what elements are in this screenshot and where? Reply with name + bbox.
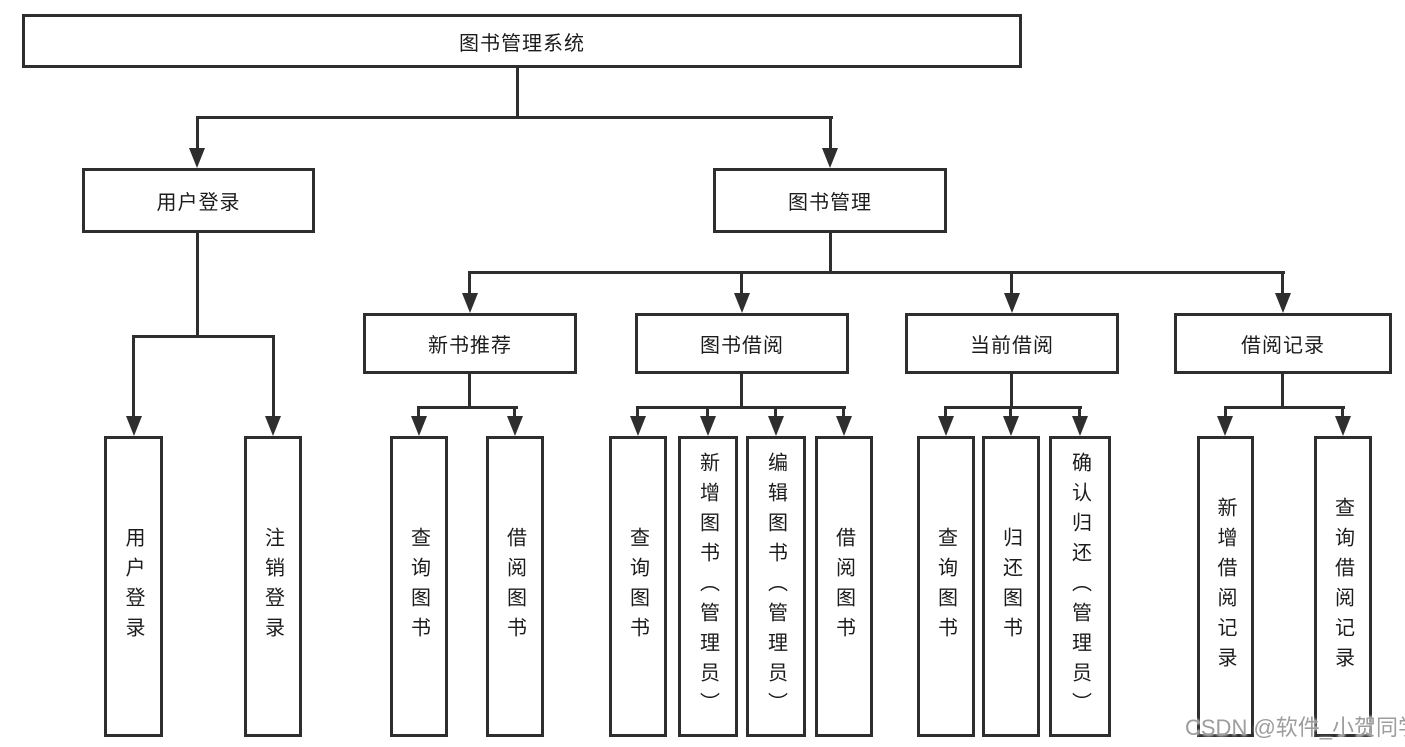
connector-leaf-query2-drop [636, 406, 639, 418]
arrowhead-leaf-logout [265, 416, 281, 436]
connector-current-borrow-drop [1010, 271, 1013, 295]
arrowhead-leaf-query-record [1335, 416, 1351, 436]
connector-borrow-records-drop [1281, 271, 1284, 295]
connector-new-book-rec-bar [417, 406, 518, 409]
leaf-add-books-admin: 新增图书（管理员） [678, 436, 738, 737]
arrowhead-leaf-query1 [411, 416, 427, 436]
arrowhead-leaf-user-login [126, 416, 142, 436]
csdn-watermark: CSDN @软件_小贺同学 [1185, 715, 1405, 740]
arrowhead-user-login [189, 148, 205, 168]
arrowhead-leaf-query2 [630, 416, 646, 436]
arrowhead-book-borrow [734, 293, 750, 313]
connector-user-login-stem [196, 233, 199, 337]
connector-leaf-confirm-return-drop [1078, 406, 1081, 418]
node-current-borrow: 当前借阅 [905, 313, 1119, 374]
leaf-query-borrow-record: 查询借阅记录 [1314, 436, 1372, 737]
arrowhead-new-book-rec [462, 293, 478, 313]
connector-leaf-borrow1-drop [513, 406, 516, 418]
connector-book-borrow-drop [740, 271, 743, 295]
connector-user-login-bar [132, 335, 275, 338]
arrowhead-leaf-return [1003, 416, 1019, 436]
connector-leaf-logout-drop [272, 335, 275, 418]
node-book-borrow: 图书借阅 [635, 313, 849, 374]
leaf-borrow-books-1: 借阅图书 [486, 436, 544, 737]
connector-leaf-borrow2-drop [842, 406, 845, 418]
connector-current-borrow-stem [1010, 374, 1013, 408]
leaf-query-books-1: 查询图书 [390, 436, 448, 737]
leaf-return-books: 归还图书 [982, 436, 1040, 737]
node-borrow-records: 借阅记录 [1174, 313, 1392, 374]
leaf-borrow-books-2: 借阅图书 [815, 436, 873, 737]
connector-leaf-query1-drop [417, 406, 420, 418]
arrowhead-leaf-query3 [938, 416, 954, 436]
connector-leaf-add-record-drop [1224, 406, 1227, 418]
leaf-add-borrow-record: 新增借阅记录 [1197, 436, 1254, 737]
arrowhead-leaf-add-books [700, 416, 716, 436]
leaf-edit-books-admin: 编辑图书（管理员） [746, 436, 806, 737]
leaf-logout: 注销登录 [244, 436, 302, 737]
connector-book-mgmt-drop [829, 116, 832, 150]
leaf-query-books-2: 查询图书 [609, 436, 667, 737]
connector-root-stem [516, 68, 519, 118]
connector-leaf-edit-books-drop [774, 406, 777, 418]
leaf-query-books-3: 查询图书 [917, 436, 975, 737]
arrowhead-leaf-borrow2 [836, 416, 852, 436]
arrowhead-leaf-confirm-return [1072, 416, 1088, 436]
connector-user-login-drop [196, 116, 199, 150]
connector-new-book-rec-stem [468, 374, 471, 408]
connector-level1-bar [196, 116, 833, 119]
connector-current-borrow-bar [944, 406, 1082, 409]
connector-leaf-query3-drop [944, 406, 947, 418]
arrowhead-book-mgmt [822, 148, 838, 168]
arrowhead-borrow-records [1275, 293, 1291, 313]
node-book-mgmt: 图书管理 [713, 168, 947, 233]
connector-leaf-return-drop [1009, 406, 1012, 418]
connector-leaf-user-login-drop [132, 335, 135, 418]
arrowhead-leaf-edit-books [768, 416, 784, 436]
connector-book-mgmt-stem [829, 233, 832, 274]
arrowhead-leaf-add-record [1217, 416, 1233, 436]
leaf-user-login: 用户登录 [104, 436, 163, 737]
connector-leaf-add-books-drop [706, 406, 709, 418]
node-new-book-rec: 新书推荐 [363, 313, 577, 374]
arrowhead-current-borrow [1004, 293, 1020, 313]
connector-book-borrow-bar [636, 406, 846, 409]
arrowhead-leaf-borrow1 [507, 416, 523, 436]
leaf-confirm-return-admin: 确认归还（管理员） [1049, 436, 1111, 737]
connector-borrow-records-stem [1281, 374, 1284, 408]
node-user-login: 用户登录 [82, 168, 315, 233]
connector-borrow-records-bar [1224, 406, 1345, 409]
connector-book-borrow-stem [740, 374, 743, 408]
node-root: 图书管理系统 [22, 14, 1022, 68]
connector-level3-bar [468, 271, 1285, 274]
connector-leaf-query-record-drop [1341, 406, 1344, 418]
connector-new-book-rec-drop [468, 271, 471, 295]
